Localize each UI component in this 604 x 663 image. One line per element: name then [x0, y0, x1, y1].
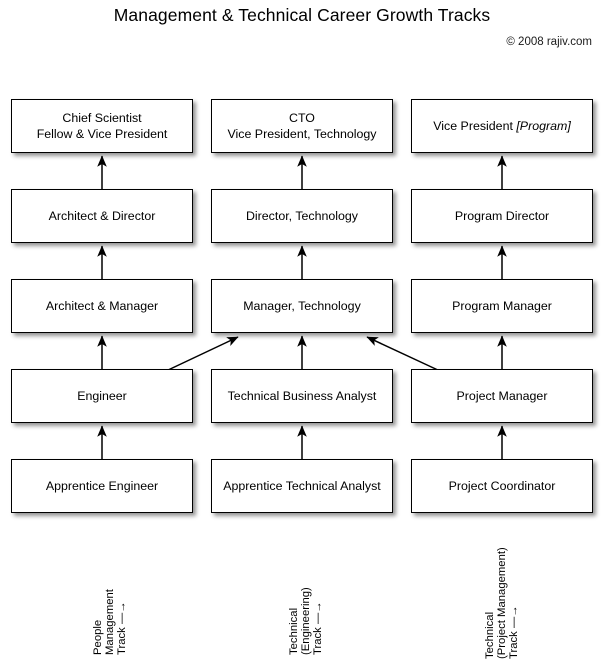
- role-label: Director, Technology: [245, 209, 359, 223]
- role-box-apprentice-engineer[interactable]: Apprentice Engineer: [11, 459, 193, 513]
- role-label: Vice President [Program]: [427, 118, 577, 134]
- edge-engineer-to-manager-technology: [165, 336, 239, 372]
- role-box-project-manager[interactable]: Project Manager: [411, 369, 593, 423]
- track-label-engineering-line3: Track —→: [312, 601, 324, 655]
- role-label: Project Coordinator: [448, 479, 556, 493]
- role-box-manager-technology[interactable]: Manager, Technology: [211, 279, 393, 333]
- role-main-text: Vice President: [433, 119, 517, 133]
- edge-project-manager-to-manager-technology: [366, 336, 441, 372]
- role-line-2: Vice President, Technology: [227, 127, 377, 141]
- role-box-technical-business-analyst[interactable]: Technical Business Analyst: [211, 369, 393, 423]
- role-box-apprentice-technical-analyst[interactable]: Apprentice Technical Analyst: [211, 459, 393, 513]
- role-label: Architect & Director: [48, 209, 156, 223]
- role-bracket-text: [Program]: [516, 119, 571, 133]
- track-label-engineering-line1: Technical: [288, 607, 300, 655]
- role-box-program-director[interactable]: Program Director: [411, 189, 593, 243]
- role-box-program-manager[interactable]: Program Manager: [411, 279, 593, 333]
- track-label-people-line2: Management: [104, 589, 116, 655]
- role-label: Manager, Technology: [243, 299, 361, 313]
- role-label: Apprentice Engineer: [45, 479, 159, 493]
- track-label-people-line3: Track —→: [116, 601, 128, 655]
- role-label: Engineer: [77, 389, 127, 403]
- role-line-1: CTO: [289, 111, 315, 125]
- role-box-engineer[interactable]: Engineer: [11, 369, 193, 423]
- role-label: Project Manager: [456, 389, 548, 403]
- role-box-director-technology[interactable]: Director, Technology: [211, 189, 393, 243]
- role-box-vice-president-program[interactable]: Vice President [Program]: [411, 99, 593, 153]
- role-line-2: Fellow & Vice President: [36, 127, 168, 141]
- role-label: CTO Vice President, Technology: [221, 110, 382, 142]
- role-label: Program Director: [454, 209, 550, 223]
- copyright-notice: © 2008 rajiv.com: [506, 36, 592, 48]
- role-line-1: Chief Scientist: [62, 111, 142, 125]
- track-label-engineering-line2: (Engineering): [300, 587, 312, 655]
- track-label-project-management-line3: Track —→: [508, 605, 520, 659]
- track-label-people-line1: People: [92, 619, 104, 655]
- track-label-project-management-line2: (Project Management): [496, 547, 508, 659]
- role-box-architect-manager[interactable]: Architect & Manager: [11, 279, 193, 333]
- role-box-architect-director[interactable]: Architect & Director: [11, 189, 193, 243]
- role-label: Architect & Manager: [45, 299, 159, 313]
- role-label: Apprentice Technical Analyst: [223, 479, 381, 493]
- role-box-project-coordinator[interactable]: Project Coordinator: [411, 459, 593, 513]
- role-box-cto[interactable]: CTO Vice President, Technology: [211, 99, 393, 153]
- role-label: Technical Business Analyst: [227, 389, 377, 403]
- track-label-project-management-line1: Technical: [484, 611, 496, 659]
- page-title: Management & Technical Career Growth Tra…: [113, 5, 491, 25]
- role-label: Program Manager: [452, 299, 552, 313]
